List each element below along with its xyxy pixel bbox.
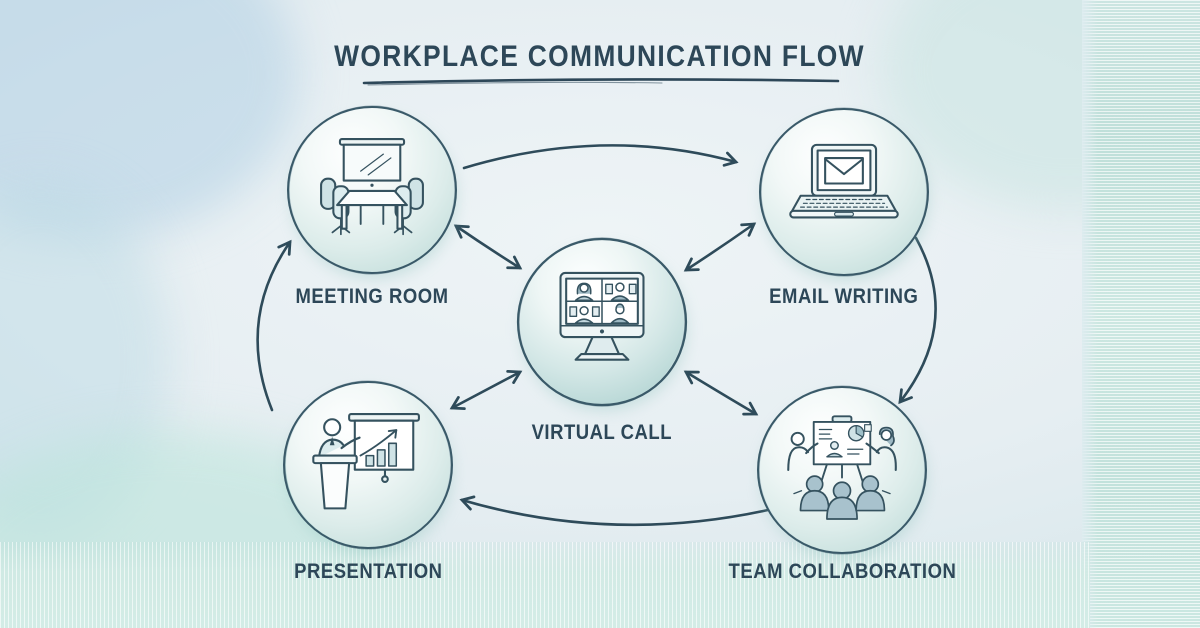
sketch-circle-ring xyxy=(759,107,929,277)
fabric-texture-right xyxy=(1082,0,1200,628)
node-team-collaboration xyxy=(755,383,929,559)
node-label-meeting-room: MEETING ROOM xyxy=(262,285,482,309)
arrow-email-writing-virtual-call-two-way xyxy=(683,222,757,272)
node-presentation xyxy=(281,378,455,554)
page-title-text: WORKPLACE COMMUNICATION FLOW xyxy=(334,40,866,73)
page-title: WORKPLACE COMMUNICATION FLOW xyxy=(0,40,1200,74)
sketch-circle-ring xyxy=(757,385,927,555)
laptop-email-icon xyxy=(789,143,899,219)
node-label-text: PRESENTATION xyxy=(293,560,443,583)
arrow-team-collaboration-to-presentation xyxy=(459,495,770,527)
node-label-text: TEAM COLLABORATION xyxy=(728,560,956,583)
node-virtual-call xyxy=(515,235,689,411)
arrow-team-collaboration-virtual-call-two-way xyxy=(683,370,759,416)
node-label-team-collaboration: TEAM COLLABORATION xyxy=(712,560,972,584)
watercolor-wash-top-left xyxy=(0,0,300,240)
node-label-email-writing: EMAIL WRITING xyxy=(734,285,954,309)
node-label-virtual-call: VIRTUAL CALL xyxy=(492,421,712,445)
arrow-presentation-virtual-call-two-way xyxy=(449,369,523,411)
node-label-text: VIRTUAL CALL xyxy=(531,421,673,444)
presenter-podium-chart-icon xyxy=(312,413,420,510)
sketch-circle-ring xyxy=(283,380,453,550)
node-label-presentation: PRESENTATION xyxy=(258,560,478,584)
arrow-meeting-room-virtual-call-two-way xyxy=(453,224,523,270)
node-email-writing xyxy=(757,105,931,281)
node-label-text: EMAIL WRITING xyxy=(769,285,919,308)
sketch-circle-ring xyxy=(516,237,688,407)
title-underline xyxy=(362,78,840,86)
node-meeting-room xyxy=(285,103,459,279)
arrow-meeting-room-to-email-writing xyxy=(462,144,739,170)
meeting-room-icon xyxy=(320,138,424,236)
node-label-text: MEETING ROOM xyxy=(295,285,449,308)
sketch-circle-ring xyxy=(287,105,457,275)
video-call-monitor-icon xyxy=(559,271,645,361)
team-whiteboard-icon xyxy=(787,415,897,520)
watercolor-wash-left xyxy=(0,180,170,540)
